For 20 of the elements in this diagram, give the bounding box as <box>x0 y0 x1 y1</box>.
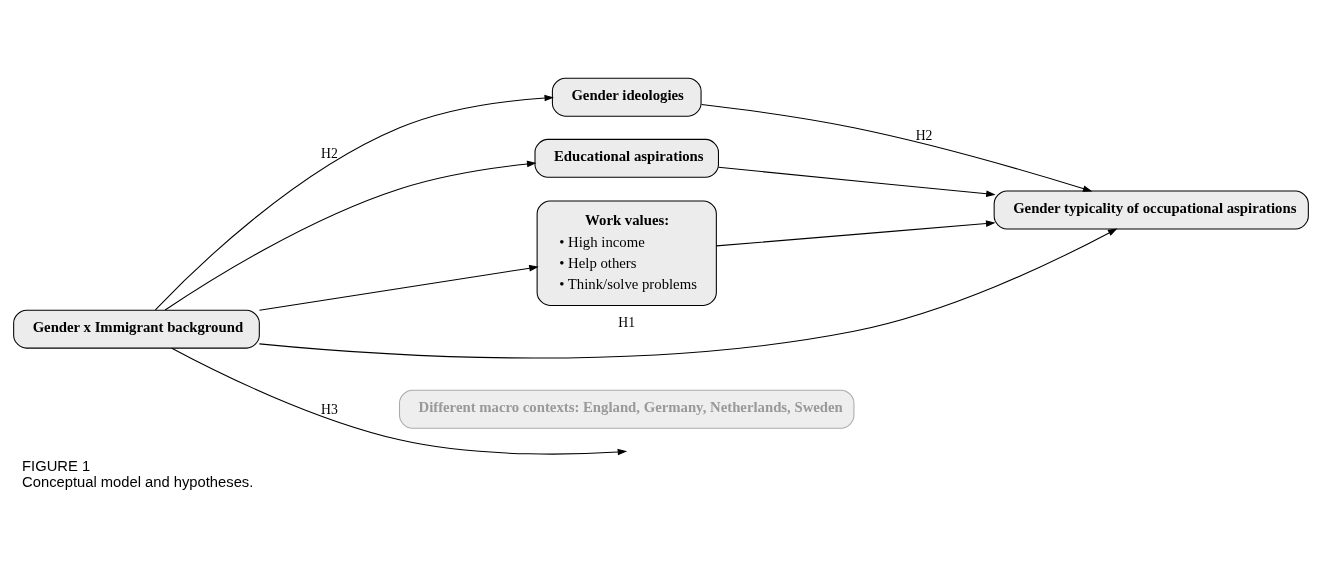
node-box: Work values: • High income • Help others • Think/solve problems <box>536 200 717 306</box>
arrow <box>715 219 996 246</box>
node-box: Gender typicality of occupational aspirations <box>993 190 1309 229</box>
caption: Conceptual model and hypotheses. <box>22 473 254 490</box>
edge-label: H3 <box>321 401 338 417</box>
node-box: Educational aspirations <box>534 138 719 178</box>
diagram-title: FIGURE 1 <box>22 457 91 474</box>
node-box: Different macro contexts: England, Germany, Netherlands, Sweden <box>399 389 855 429</box>
arrow <box>171 347 628 455</box>
arrow <box>701 103 1093 192</box>
arrow <box>258 227 1118 359</box>
edge-label: H2 <box>321 145 338 161</box>
arrow <box>258 264 539 311</box>
node-box: Gender ideologies <box>551 77 702 117</box>
arrow <box>717 166 996 197</box>
arrow <box>154 94 554 310</box>
edge-label: H1 <box>618 314 636 330</box>
node-box: Gender x Immigrant background <box>13 309 260 349</box>
arrow <box>164 160 537 311</box>
edge-label: H2 <box>915 127 933 143</box>
